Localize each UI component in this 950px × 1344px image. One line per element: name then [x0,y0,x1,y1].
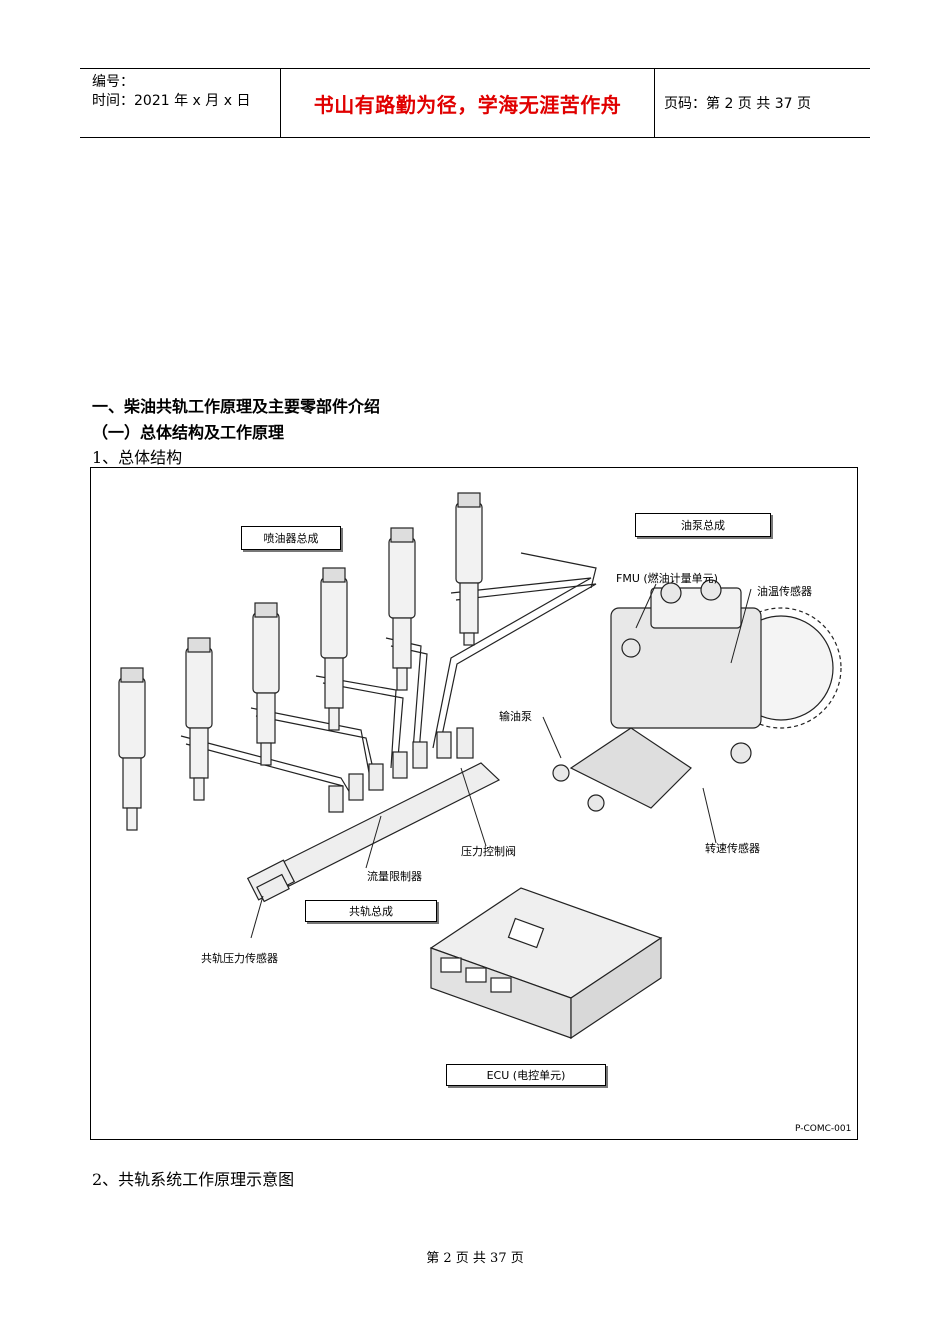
rail-pressure-sensor [256,873,290,903]
injector-6 [455,492,483,646]
header-left-cell: 编号： 时间：2021 年 x 月 x 日 [80,69,280,137]
leader-lines [250,583,752,939]
injector-2 [185,637,213,801]
rail-assembly-label: 共轨总成 [305,900,437,922]
section-heading: 一、柴油共轨工作原理及主要零部件介绍 [92,397,381,416]
figure-code: P-COMC-001 [795,1124,852,1134]
header-motto-cell: 书山有路勤为径，学海无涯苦作舟 [280,69,655,137]
page-info: 页码：第 2 页 共 37 页 [664,96,811,112]
pressure-valve-body [456,727,474,759]
pressure-control-valve-label: 压力控制阀 [461,845,516,858]
injector-group [118,492,483,831]
fuel-pipe [520,552,597,589]
injector-1 [118,667,146,831]
motto-text: 书山有路勤为径，学海无涯苦作舟 [313,92,622,117]
diagram-drawing [118,492,842,1040]
rail-pressure-sensor-label: 共轨压力传感器 [201,952,278,965]
injector-5 [388,527,416,691]
header-page-cell: 页码：第 2 页 共 37 页 [654,69,870,137]
page-footer: 第 2 页 共 37 页 [426,1251,524,1266]
time-label: 时间：2021 年 x 月 x 日 [92,93,251,109]
item-heading-1: 1、总体结构 [92,448,183,467]
item-heading-2: 2、共轨系统工作原理示意图 [92,1170,295,1189]
header-table: 编号： 时间：2021 年 x 月 x 日 书山有路勤为径，学海无涯苦作舟 页码… [80,68,870,138]
ecu-unit [429,887,663,1040]
fuel-pipe [250,707,372,784]
number-label: 编号： [92,74,134,90]
feed-pump-label: 输油泵 [499,710,532,723]
speed-sensor-label: 转速传感器 [705,842,760,855]
common-rail-diagram: 喷油器总成 油泵总成 FMU (燃油计量单元) 油温传感器 输油泵 压力控制阀 … [90,467,858,1140]
pump-assembly-label: 油泵总成 [635,513,771,537]
injector-assembly-label: 喷油器总成 [241,526,341,550]
flow-limiter-label: 流量限制器 [367,870,422,883]
fuel-pipe [432,577,592,749]
subsection-heading: （一）总体结构及工作原理 [92,423,285,442]
oil-temp-sensor-label: 油温传感器 [757,585,812,598]
injector-4 [320,567,348,731]
pump-assembly [552,579,842,812]
fmu-label: FMU (燃油计量单元) [616,572,718,585]
injector-3 [252,602,280,766]
ecu-label: ECU (电控单元) [446,1064,606,1086]
